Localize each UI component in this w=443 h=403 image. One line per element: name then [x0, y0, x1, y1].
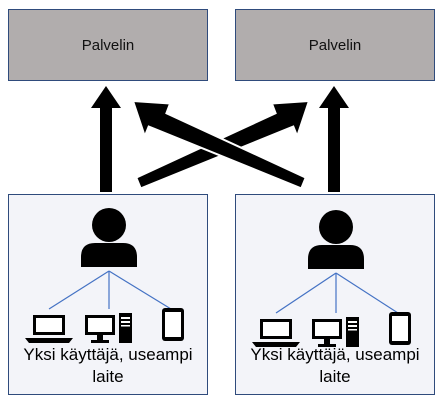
group-caption-right: Yksi käyttäjä, useampi laite	[236, 344, 434, 388]
caption-line1: Yksi käyttäjä, useampi	[250, 345, 420, 364]
server-box-left: Palvelin	[8, 9, 208, 81]
caption-line2: laite	[92, 367, 124, 386]
arrow-cross-to-left	[131, 99, 307, 190]
server-box-right: Palvelin	[235, 9, 435, 81]
connector-lines	[48, 270, 172, 310]
server-label-right: Palvelin	[308, 36, 362, 54]
desktop-computer-icon	[85, 313, 132, 343]
arrow-up-left	[91, 86, 121, 192]
user-group-left: Yksi käyttäjä, useampi laite	[8, 194, 208, 395]
server-label-left: Palvelin	[81, 36, 135, 54]
caption-line2: laite	[319, 367, 351, 386]
user-icon	[81, 208, 137, 267]
group-caption-left: Yksi käyttäjä, useampi laite	[9, 344, 207, 388]
connector-lines	[275, 272, 399, 314]
user-icon	[308, 210, 364, 269]
laptop-icon	[252, 319, 300, 347]
desktop-computer-icon	[312, 317, 359, 347]
laptop-icon	[25, 315, 73, 343]
tablet-icon	[162, 308, 184, 341]
caption-line1: Yksi käyttäjä, useampi	[23, 345, 193, 364]
group-graphics-right	[252, 210, 411, 347]
group-graphics-left	[25, 208, 184, 343]
user-group-right: Yksi käyttäjä, useampi laite	[235, 194, 435, 395]
tablet-icon	[389, 312, 411, 345]
arrow-up-right	[319, 86, 349, 192]
